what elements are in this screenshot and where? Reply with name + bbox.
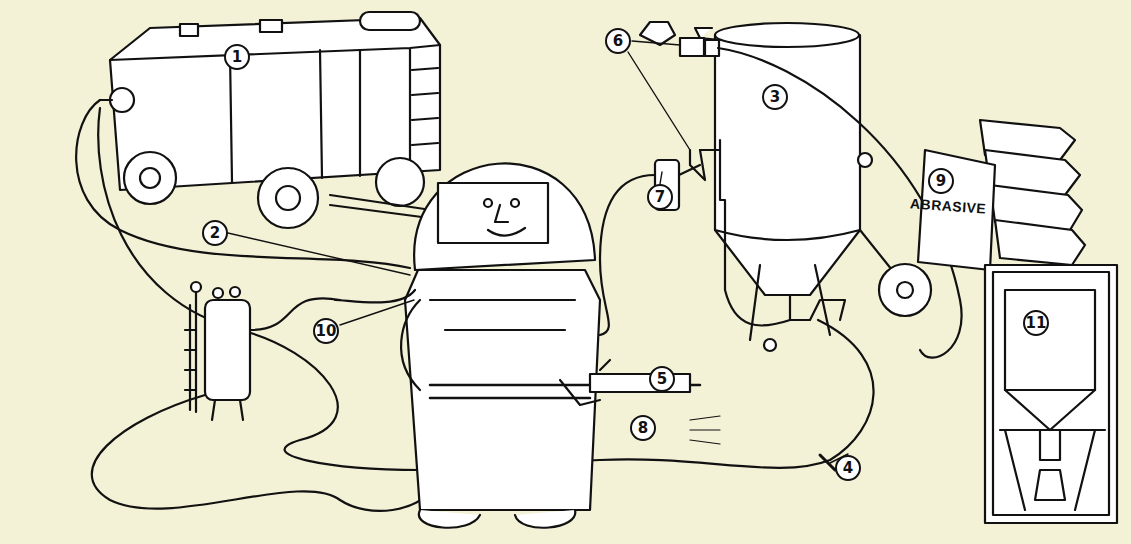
callout-text: 3 <box>770 88 780 106</box>
callout-number: 4 <box>835 455 861 481</box>
leader-line <box>215 230 410 275</box>
callout-text: 1 <box>232 48 242 66</box>
callout-number: 7 <box>647 184 673 210</box>
blast-pot <box>680 23 962 358</box>
leader-lines <box>340 41 848 463</box>
callout-text: 11 <box>1026 314 1047 332</box>
callout-number: 6 <box>605 28 631 54</box>
hose-coupling <box>820 455 835 470</box>
callout-number: 9 <box>928 168 954 194</box>
abrasive-hopper <box>985 265 1117 523</box>
air-filter <box>92 282 430 511</box>
moisture-separator <box>600 22 700 335</box>
callout-text: 9 <box>936 172 946 190</box>
callout-number: 11 <box>1023 310 1049 336</box>
callout-text: 2 <box>210 224 220 242</box>
callout-number: 2 <box>202 220 228 246</box>
callout-text: 10 <box>316 322 337 340</box>
callout-text: 5 <box>657 370 667 388</box>
callout-text: 7 <box>655 188 665 206</box>
air-compressor <box>100 12 465 228</box>
callout-number: 3 <box>762 84 788 110</box>
callout-text: 8 <box>638 419 648 437</box>
callout-number: 10 <box>313 318 339 344</box>
callout-text: 4 <box>843 459 853 477</box>
operator <box>335 163 720 527</box>
abrasive-bags <box>918 120 1085 270</box>
air-hose <box>98 108 420 470</box>
callout-number: 8 <box>630 415 656 441</box>
callout-text: 6 <box>613 32 623 50</box>
callout-number: 5 <box>649 366 675 392</box>
callout-number: 1 <box>224 44 250 70</box>
